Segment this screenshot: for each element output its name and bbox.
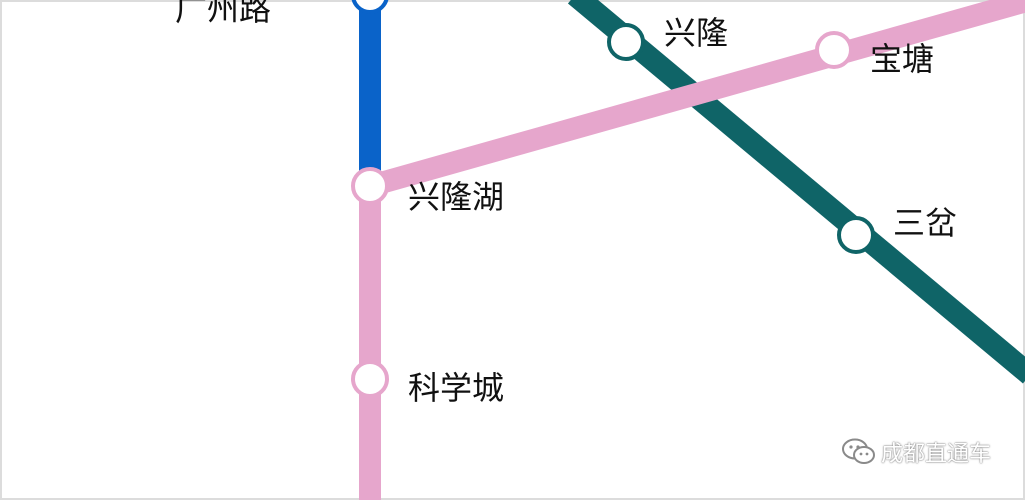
station-marker-kexuecheng[interactable] [351,360,389,398]
watermark-text: 成都直通车 [880,442,991,467]
station-marker-guangzhou-lu[interactable] [351,0,389,14]
station-label-guangzhou-lu: 广州路 [175,0,271,28]
station-label-xinglong: 兴隆 [664,14,728,52]
station-marker-baotang[interactable] [815,31,853,69]
station-label-sancha: 三岔 [893,204,957,242]
wechat-icon [841,438,877,466]
station-marker-xinglonghu[interactable] [351,167,389,205]
station-marker-sancha[interactable] [837,216,875,254]
station-marker-xinglong[interactable] [607,23,645,61]
station-label-baotang: 宝塘 [870,40,934,78]
line-pink-diagonal [367,0,1025,197]
watermark: 成都直通车 [841,436,991,468]
line-teal [567,0,1025,384]
station-label-kexuecheng: 科学城 [408,369,504,407]
station-label-xinglonghu: 兴隆湖 [408,178,504,216]
